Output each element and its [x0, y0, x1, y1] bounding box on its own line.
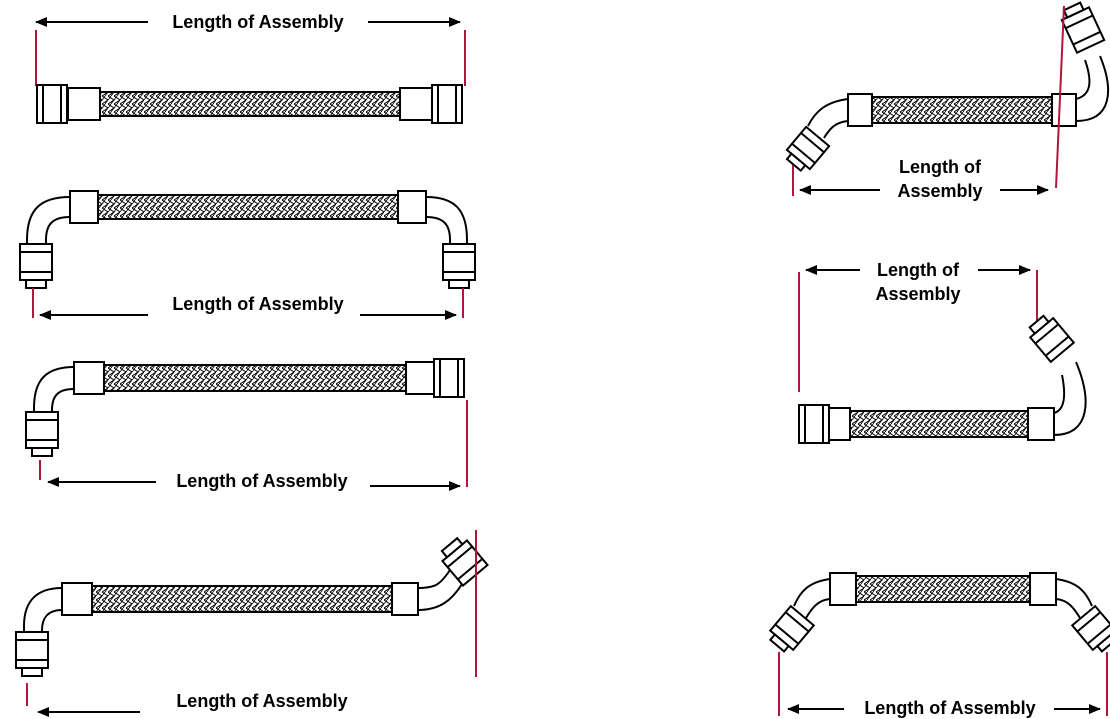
assembly-straight: Length of Assembly [35, 12, 466, 124]
assembly-double-45-elbow: Length of Assembly [768, 572, 1110, 718]
dimension-label-line1: Length of [899, 157, 982, 177]
dimension-label: Length of Assembly [176, 691, 347, 711]
assembly-double-90-elbow: Length of Assembly [19, 190, 476, 320]
dimension-label: Length of Assembly [176, 471, 347, 491]
dimension-label-line1: Length of [877, 260, 960, 280]
dimension-label: Length of Assembly [172, 294, 343, 314]
assembly-45-and-return-bend: Length of Assembly [785, 1, 1110, 201]
dimension-label: Length of Assembly [172, 12, 343, 32]
reference-line [1055, 5, 1065, 189]
assembly-90-and-45-elbow: Length of Assembly [15, 530, 489, 717]
dimension-label-line2: Assembly [875, 284, 960, 304]
assembly-single-90-elbow: Length of Assembly [25, 358, 468, 491]
dimension-label-line2: Assembly [897, 181, 982, 201]
dimension-label: Length of Assembly [864, 698, 1035, 718]
assembly-straight-and-return-bend: Length of Assembly [798, 260, 1087, 444]
